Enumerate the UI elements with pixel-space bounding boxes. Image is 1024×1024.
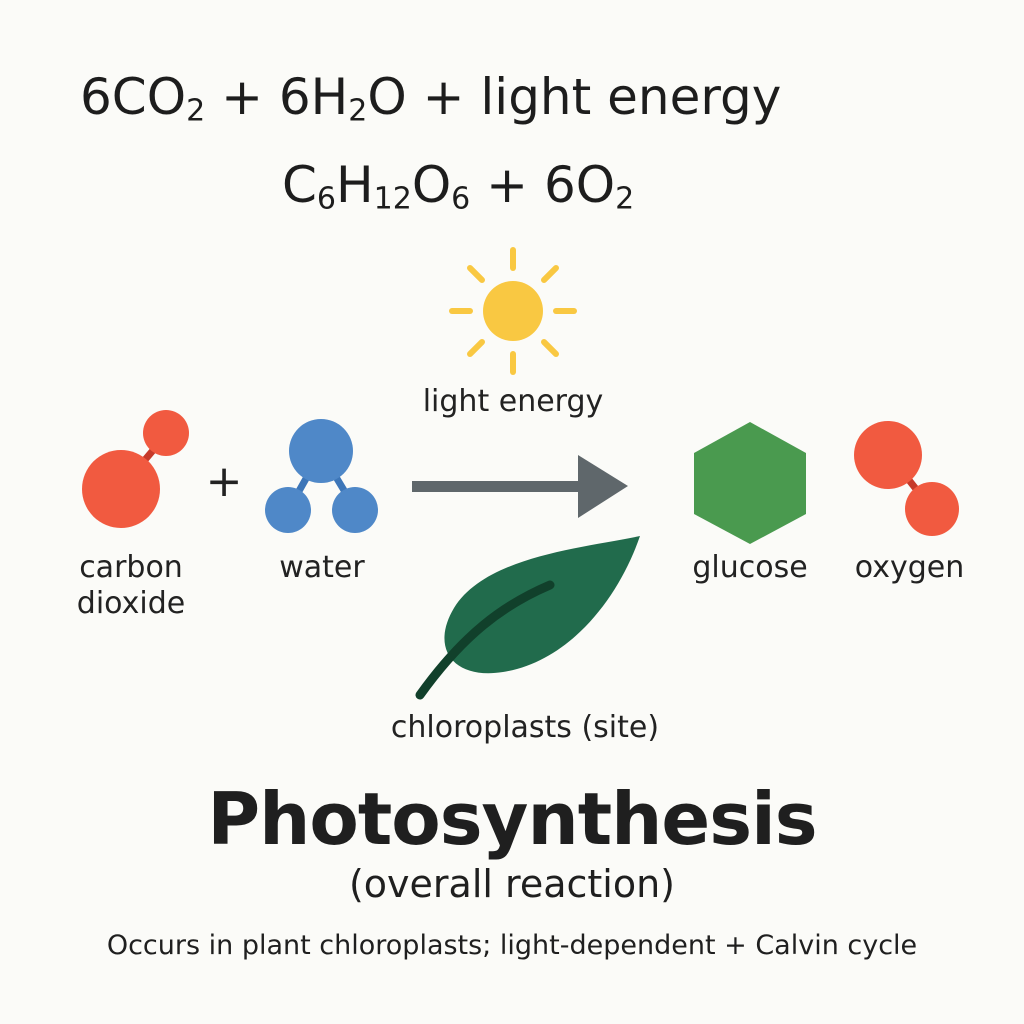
- water-label: water: [279, 550, 365, 585]
- chloroplasts-site-label: chloroplasts (site): [390, 710, 660, 745]
- equation-line1-subscript: 2: [186, 93, 206, 129]
- water-molecule-icon: [265, 419, 378, 533]
- equation-line1-text: 6CO: [80, 68, 187, 126]
- glucose-hexagon-icon: [694, 422, 806, 544]
- light-energy-label: light energy: [422, 384, 604, 419]
- glucose-label: glucose: [692, 550, 808, 585]
- plus-sign: +: [205, 456, 243, 507]
- page-title: Photosynthesis: [207, 777, 817, 861]
- leaf-icon: [415, 536, 640, 700]
- equation-line1-subscript: 2: [348, 93, 368, 129]
- equation-line1-text: O + light energy: [367, 68, 782, 126]
- footnote: Occurs in plant chloroplasts; light-depe…: [106, 930, 918, 961]
- sun-icon: [449, 247, 577, 375]
- equation-line2-text: H: [336, 156, 374, 214]
- oxygen-label: oxygen: [854, 550, 965, 585]
- equation-products-line: C6H12O6 + 6O2: [282, 160, 634, 214]
- equation-line1-text: + 6H: [205, 68, 349, 126]
- equation-reactants-line: 6CO2 + 6H2O + light energy: [80, 72, 781, 126]
- page-subtitle: (overall reaction): [348, 862, 675, 906]
- equation-line2-subscript: 6: [451, 181, 471, 217]
- equation-line2-text: O: [411, 156, 452, 214]
- equation-line2-subscript: 2: [615, 181, 635, 217]
- carbon-dioxide-label: carbon dioxide: [76, 550, 186, 621]
- equation-line2-text: C: [282, 156, 317, 214]
- equation-line2-text: + 6O: [470, 156, 616, 214]
- equation-line2-subscript: 12: [373, 181, 412, 217]
- oxygen-molecule-icon: [854, 421, 959, 536]
- arrow-icon: [412, 455, 628, 518]
- equation-line2-subscript: 6: [316, 181, 337, 217]
- co2-molecule-icon: [82, 410, 189, 528]
